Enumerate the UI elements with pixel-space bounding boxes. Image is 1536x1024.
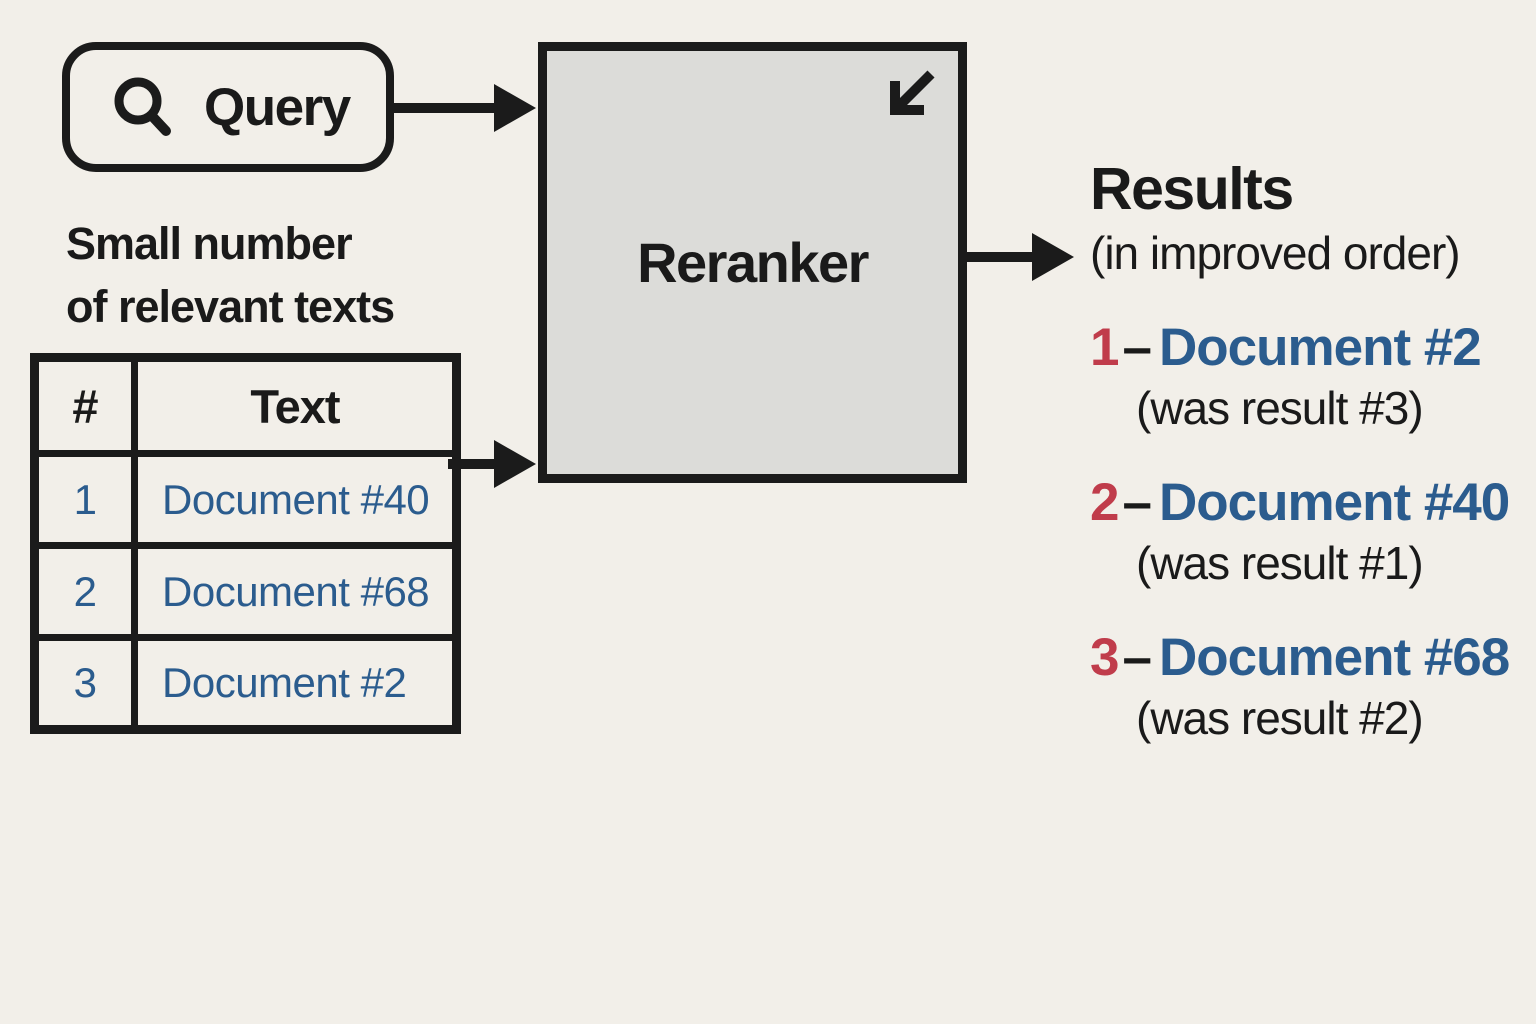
results-subtitle: (in improved order) xyxy=(1090,227,1461,279)
search-icon xyxy=(114,77,171,136)
results-title: Results xyxy=(1090,156,1294,222)
arrow-down-left-icon xyxy=(890,70,935,115)
reranker-to-results-arrow xyxy=(963,233,1074,281)
reranker-label: Reranker xyxy=(637,231,869,294)
table-row: 3 Document #2 xyxy=(31,634,460,733)
result-line: 3–Document #68 xyxy=(1090,630,1530,686)
relevant-texts-table: # Text 1 Document #40 2 Document #68 3 D… xyxy=(30,353,461,734)
result-doc: Document #2 xyxy=(1158,318,1482,378)
row-num: 2 xyxy=(31,542,138,641)
result-line: 1–Document #2 xyxy=(1090,320,1530,376)
result-doc: Document #68 xyxy=(1158,628,1510,688)
row-num: 1 xyxy=(31,450,138,549)
input-table-caption: Small number of relevant texts xyxy=(66,218,395,332)
result-rank: 3 xyxy=(1090,628,1120,688)
result-item: 1–Document #2 (was result #3) xyxy=(1090,320,1530,432)
table-to-reranker-arrow xyxy=(448,440,536,488)
table-header-num: # xyxy=(31,354,138,457)
query-label: Query xyxy=(204,77,351,137)
row-doc: Document #68 xyxy=(131,542,460,641)
table-header-text: Text xyxy=(131,354,460,457)
query-to-reranker-arrow xyxy=(392,84,536,132)
result-doc: Document #40 xyxy=(1158,473,1510,533)
result-item: 3–Document #68 (was result #2) xyxy=(1090,630,1530,742)
table-row: 1 Document #40 xyxy=(31,450,460,549)
row-num: 3 xyxy=(31,634,138,733)
result-note: (was result #3) xyxy=(1136,381,1424,434)
query-box: Query xyxy=(62,42,394,172)
result-rank: 1 xyxy=(1090,318,1120,378)
result-note: (was result #2) xyxy=(1136,691,1424,744)
table-header-row: # Text xyxy=(31,354,460,457)
result-item: 2–Document #40 (was result #1) xyxy=(1090,475,1530,587)
rank-separator: – xyxy=(1122,318,1152,378)
result-note: (was result #1) xyxy=(1136,536,1424,589)
row-doc: Document #40 xyxy=(131,450,460,549)
rank-separator: – xyxy=(1122,628,1152,688)
table-row: 2 Document #68 xyxy=(31,542,460,641)
results-panel: Results (in improved order) 1–Document #… xyxy=(1090,156,1530,743)
result-line: 2–Document #40 xyxy=(1090,475,1530,531)
result-rank: 2 xyxy=(1090,473,1120,533)
reranker-box: Reranker xyxy=(538,42,967,483)
row-doc: Document #2 xyxy=(131,634,460,733)
rank-separator: – xyxy=(1122,473,1152,533)
